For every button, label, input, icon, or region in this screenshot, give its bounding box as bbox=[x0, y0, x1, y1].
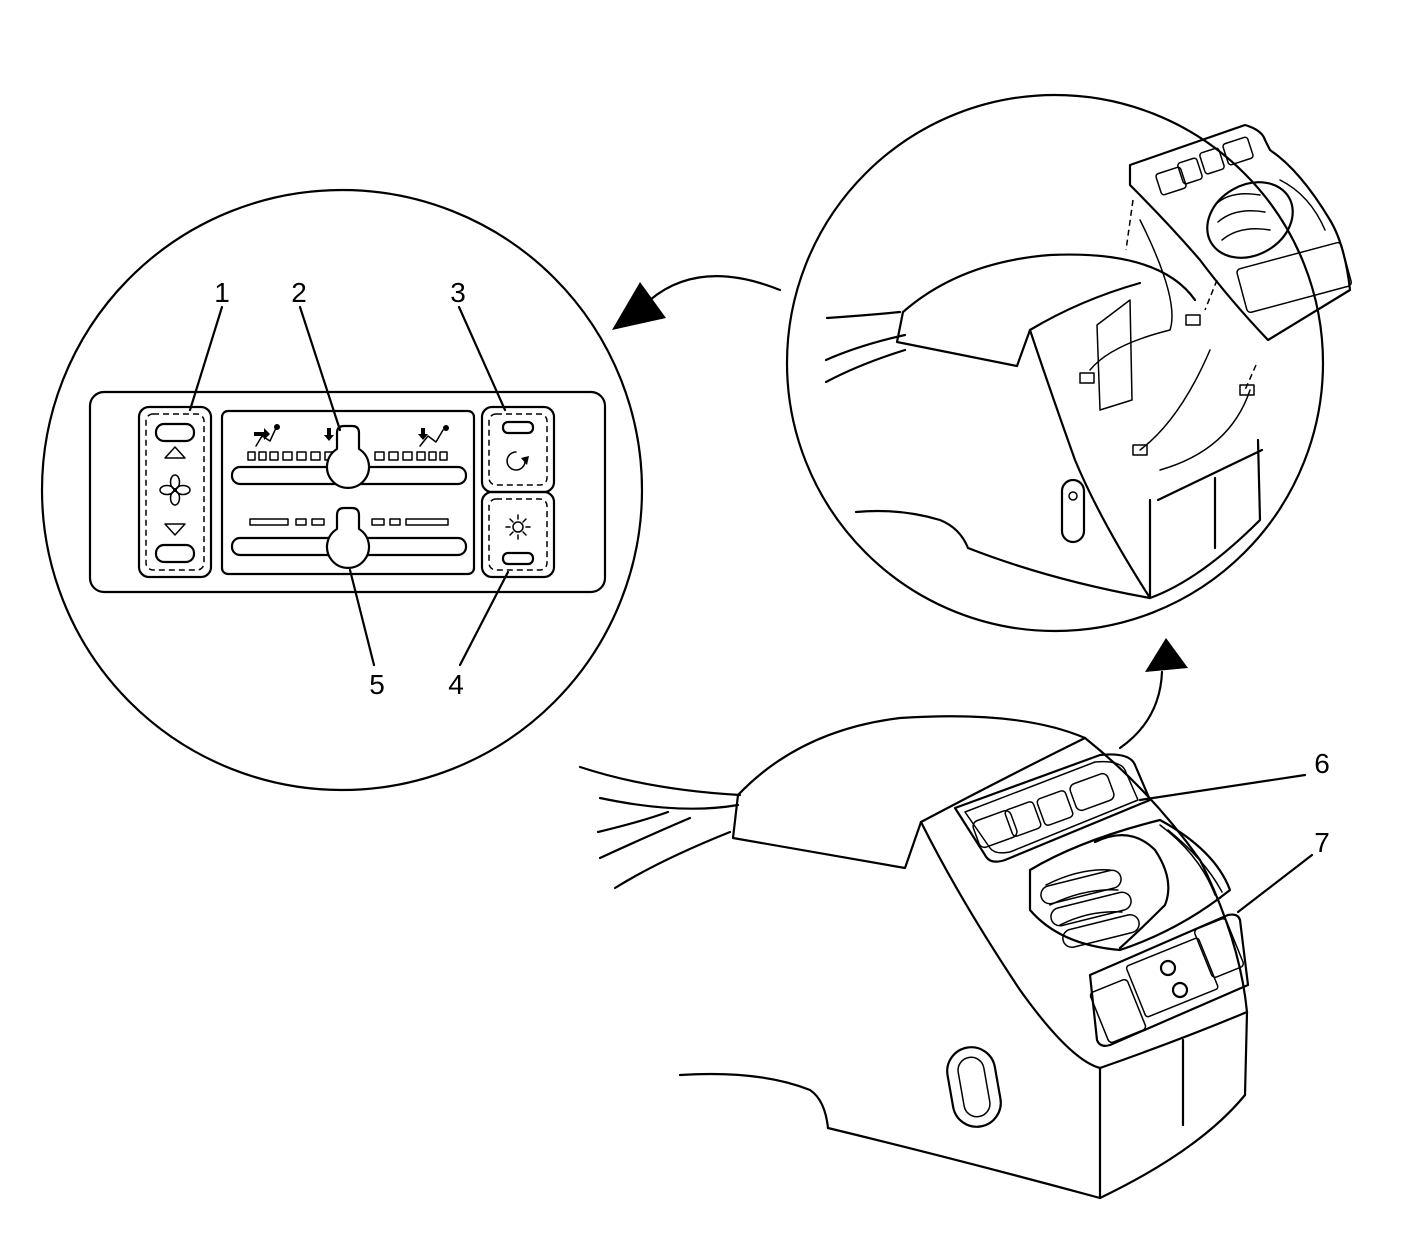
callout-1: 1 bbox=[214, 277, 230, 308]
detail-circle-left bbox=[40, 188, 644, 792]
callout-7: 7 bbox=[1314, 827, 1330, 858]
temperature-slider-knob[interactable] bbox=[325, 506, 371, 569]
arrow-to-detail-view bbox=[612, 275, 782, 330]
console-latch bbox=[1060, 478, 1086, 544]
mode-slider-scale bbox=[247, 451, 448, 461]
recirculation-icon bbox=[506, 451, 529, 471]
callout-3: 3 bbox=[450, 277, 466, 308]
triangle-up-icon bbox=[164, 446, 186, 459]
slider-panel bbox=[220, 409, 476, 576]
lamp-icon bbox=[505, 514, 531, 540]
reading-lamp-switch-bank[interactable] bbox=[953, 753, 1152, 863]
callout-4: 4 bbox=[448, 669, 464, 700]
callout-2: 2 bbox=[291, 277, 307, 308]
temperature-slider-scale bbox=[249, 518, 449, 526]
callout-5: 5 bbox=[369, 669, 385, 700]
arrow-to-exploded-view bbox=[1118, 638, 1188, 750]
leader-line-6 bbox=[1138, 773, 1307, 802]
rear-overhead-console: 6 7 bbox=[578, 715, 1330, 1200]
callout-6: 6 bbox=[1314, 748, 1330, 779]
air-outlet[interactable] bbox=[1028, 818, 1232, 952]
mode-slider-knob[interactable] bbox=[325, 424, 371, 489]
lamp-button[interactable] bbox=[480, 490, 556, 579]
detail-circle-right bbox=[785, 93, 1325, 633]
console-exploded-view bbox=[785, 93, 1352, 633]
fan-icon bbox=[159, 474, 191, 506]
airflow-bilevel-icon bbox=[418, 425, 449, 447]
exploded-bezel bbox=[1128, 123, 1352, 342]
triangle-down-icon bbox=[164, 523, 186, 536]
leader-line-7 bbox=[1236, 853, 1314, 914]
airflow-mode-icon bbox=[254, 424, 280, 447]
leader-lines-left bbox=[188, 305, 510, 667]
panel-bezel bbox=[88, 390, 607, 594]
recirculation-button[interactable] bbox=[480, 405, 556, 494]
control-panel-detail-view: 1 2 3 4 5 bbox=[40, 188, 644, 792]
console-latch-main bbox=[946, 1046, 1002, 1128]
fan-speed-switch[interactable] bbox=[137, 405, 213, 579]
rear-climate-control-panel[interactable] bbox=[1088, 913, 1250, 1047]
